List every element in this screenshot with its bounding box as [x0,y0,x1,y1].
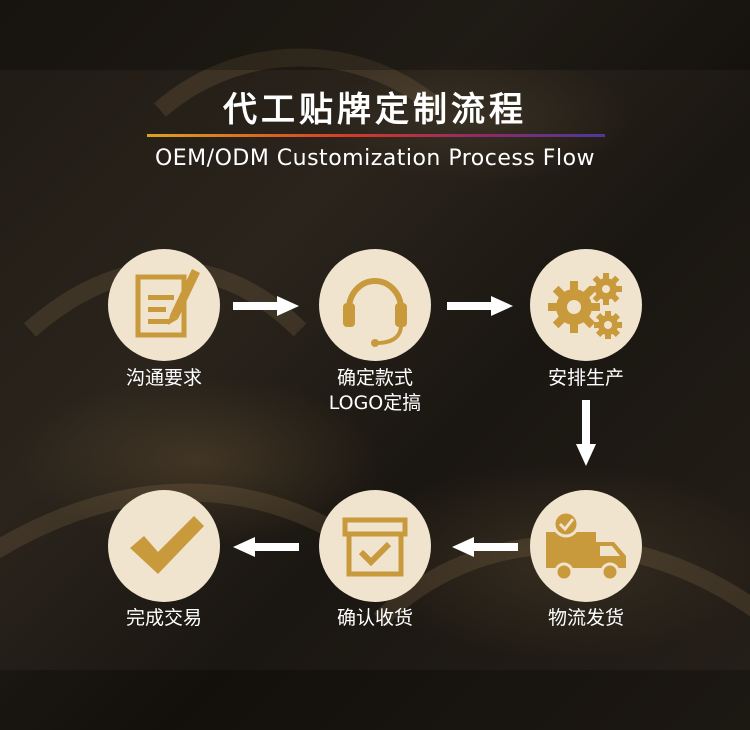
gears-icon [548,273,622,339]
arrow-left-icon [233,537,299,557]
step-label-confirm-style-line2: LOGO定搞 [328,392,422,414]
step-label-confirm-receipt: 确认收货 [336,607,413,629]
arrow-right-icon [447,296,513,316]
step-confirm-style [319,249,431,361]
step-label-production: 安排生产 [547,367,624,389]
headset-icon [343,278,407,347]
truck-icon [546,510,626,582]
step-label-confirm-style: 确定款式 LOGO定搞 [295,366,455,416]
step-shipping [530,490,642,602]
step-production [530,249,642,361]
step-complete-deal [108,490,220,602]
step-communicate [108,249,220,361]
step-label-shipping: 物流发货 [547,607,624,629]
arrow-right-icon [233,296,299,316]
document-pen-icon [135,269,200,338]
step-label-complete-deal: 完成交易 [125,607,202,629]
page-title: 代工贴牌定制流程 [223,90,527,130]
checkmark-icon [130,516,204,574]
step-confirm-receipt [319,490,431,602]
page-subtitle: OEM/ODM Customization Process Flow [154,146,596,171]
arrow-down-icon [576,400,596,466]
box-check-icon [342,517,408,577]
title-divider [147,134,605,137]
arrow-left-icon [452,537,518,557]
step-label-communicate: 沟通要求 [125,367,202,389]
step-label-confirm-style-line1: 确定款式 [336,367,413,389]
